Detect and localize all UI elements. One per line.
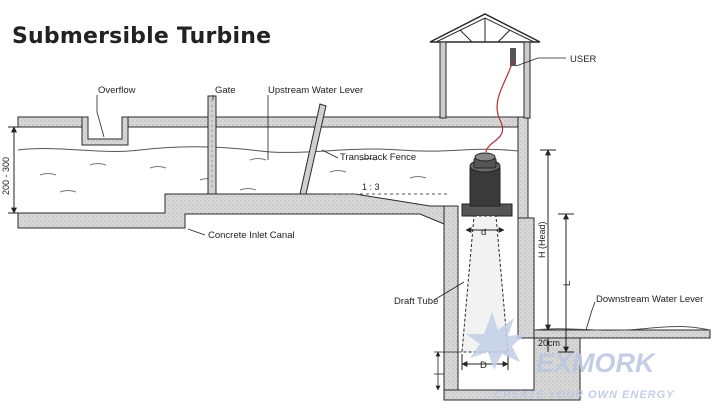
downstream-label: Downstream Water Lever bbox=[596, 294, 703, 305]
canal-label: Concrete Inlet Canal bbox=[208, 230, 295, 241]
length-dimension bbox=[558, 213, 574, 353]
turbine-unit bbox=[461, 152, 513, 217]
depth-dimension-label: 200 - 300 bbox=[1, 157, 11, 195]
transbrack-fence bbox=[299, 103, 327, 195]
overflow-notch bbox=[81, 116, 129, 146]
canal-top-wall bbox=[17, 116, 529, 128]
head-dimension-label: H (Head) bbox=[537, 221, 547, 258]
power-cable bbox=[485, 59, 514, 153]
water-ripples bbox=[39, 158, 427, 193]
watermark-tagline: CREATE YOUR OWN ENERGY bbox=[494, 389, 675, 401]
watermark-brand: EXMORK bbox=[536, 348, 657, 378]
power-house bbox=[429, 13, 541, 119]
brand-watermark: EXMORK CREATE YOUR OWN ENERGY bbox=[466, 312, 675, 401]
draft-tube bbox=[461, 215, 509, 353]
depth-dimension bbox=[8, 126, 22, 214]
small-diameter-label: d bbox=[481, 227, 486, 238]
head-dimension bbox=[540, 149, 556, 331]
canal-floor bbox=[17, 193, 459, 229]
overflow-label: Overflow bbox=[98, 85, 136, 96]
clearance-label: 20cm bbox=[538, 338, 560, 348]
large-diameter-label: D bbox=[480, 360, 487, 371]
leader-lines bbox=[96, 57, 596, 331]
upstream-label: Upstream Water Lever bbox=[268, 85, 363, 96]
clearance-dimension bbox=[434, 338, 549, 391]
gate-label: Gate bbox=[215, 85, 236, 96]
draft-tube-label: Draft Tube bbox=[394, 296, 438, 307]
length-dimension-label: L bbox=[562, 281, 573, 286]
water-surface bbox=[17, 146, 711, 331]
gate bbox=[207, 95, 217, 195]
fence-label: Transbrack Fence bbox=[340, 152, 416, 163]
user-label: USER bbox=[570, 54, 597, 65]
slope-label: 1 : 3 bbox=[362, 182, 380, 192]
diagram-title: Submersible Turbine bbox=[12, 24, 272, 49]
